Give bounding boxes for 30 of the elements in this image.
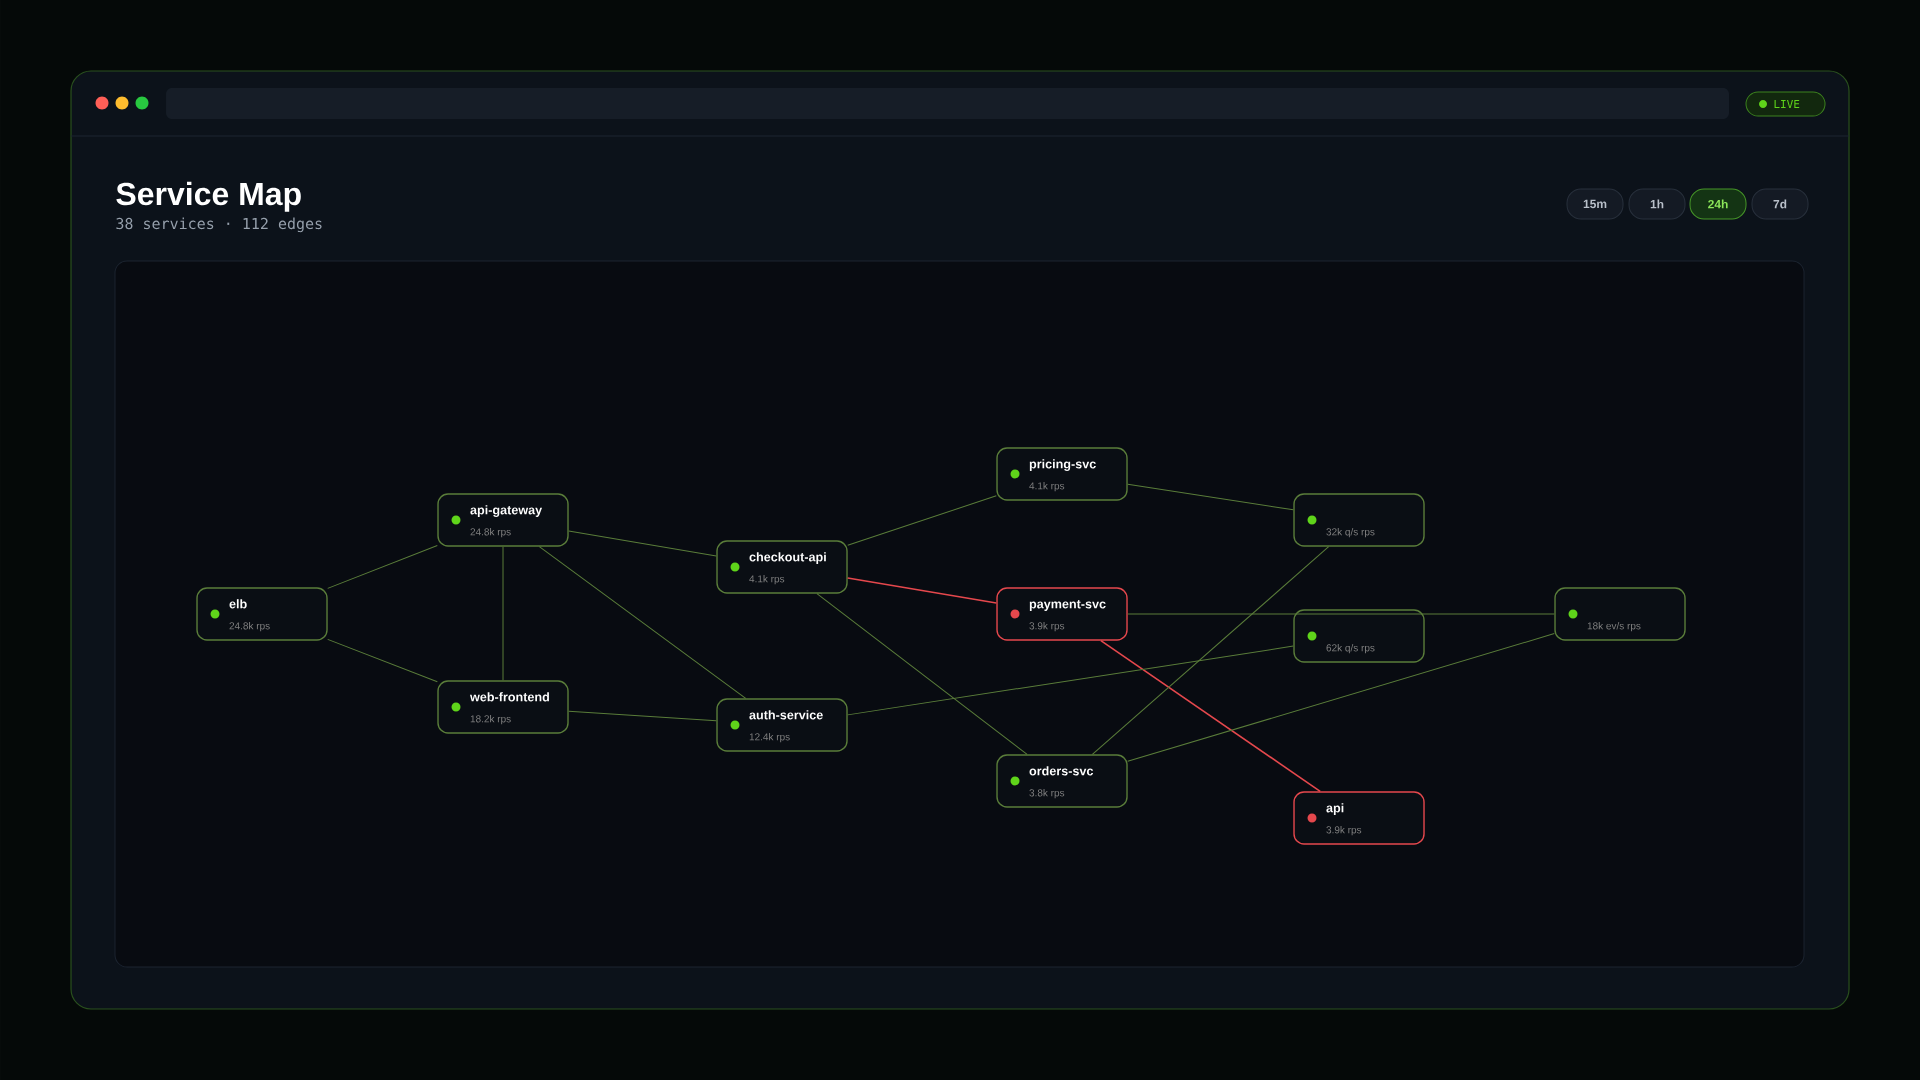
service-node: elb 24.8k rps [196, 587, 328, 641]
connector-line [1127, 633, 1555, 762]
service-node: api-gateway 24.8k rps [437, 493, 569, 547]
connector-line [1100, 639, 1321, 793]
service-node: web-frontend 18.2k rps [437, 680, 569, 734]
service-node: api 3.9k rps [1293, 791, 1425, 845]
live-badge: LIVE [1745, 91, 1826, 117]
connector-line [568, 530, 717, 557]
connector-line [327, 638, 438, 683]
service-node: 32k q/s rps [1293, 493, 1425, 547]
service-node: pricing-svc 4.1k rps [996, 447, 1128, 501]
connector-line [846, 577, 998, 604]
connector-line [1127, 613, 1555, 615]
subtitle: 38 services · 112 edges [116, 217, 322, 233]
connector-line [816, 593, 1028, 755]
service-node: 62k q/s rps [1293, 609, 1425, 663]
connector-line [327, 545, 438, 589]
connector-line [502, 546, 504, 681]
connector-line [568, 710, 717, 722]
connector-line [847, 495, 997, 546]
service-node: 18k ev/s rps [1554, 587, 1686, 641]
connector-line [1127, 483, 1294, 511]
service-node: checkout-api 4.1k rps [716, 540, 848, 594]
connector-line [847, 645, 1294, 716]
service-node: payment-svc 3.9k rps [996, 587, 1128, 641]
connector-line [1091, 546, 1330, 755]
page-title: Service Map [116, 181, 301, 212]
service-node: auth-service 12.4k rps [716, 698, 848, 752]
connector-line [538, 546, 747, 699]
service-node: orders-svc 3.8k rps [996, 754, 1128, 808]
